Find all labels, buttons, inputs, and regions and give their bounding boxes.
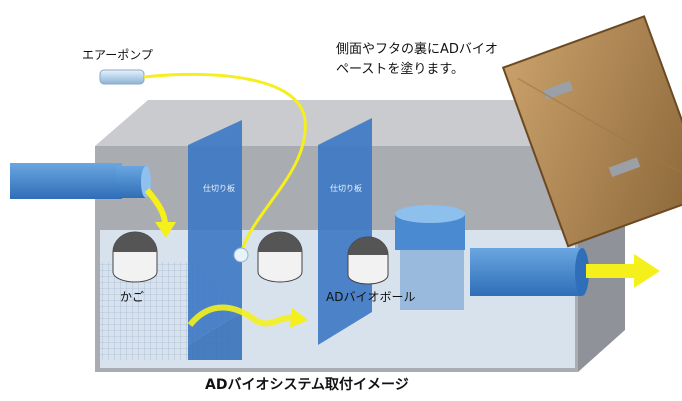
- flow-arrow-icon: [144, 188, 176, 238]
- flow-arrow-icon-2: [187, 304, 308, 328]
- diagram-caption: ADバイオシステム取付イメージ: [205, 377, 409, 393]
- bio-ball-icon-2: [347, 236, 389, 285]
- air-pump-label: エアーポンプ: [82, 48, 153, 62]
- basket-icon: [112, 231, 158, 283]
- bio-ball-icon: [257, 231, 303, 283]
- air-stone: [233, 247, 249, 263]
- partition-1-lower: [188, 312, 242, 360]
- inlet-pipe: [10, 163, 151, 199]
- air-pump-icon: [99, 69, 145, 85]
- partition-2: [318, 118, 372, 345]
- outlet-pipe: [470, 248, 589, 296]
- partition-1: [188, 120, 242, 345]
- outlet-tank: [395, 205, 465, 310]
- partition-2-label: 仕切り板: [330, 184, 362, 193]
- basket-label: かご: [120, 290, 145, 304]
- lid-photo: [501, 15, 682, 248]
- outlet-arrow-icon: [586, 254, 660, 288]
- bio-ball-label: ADバイオボール: [326, 290, 416, 304]
- note-line-2: ペーストを塗ります。: [336, 62, 465, 77]
- air-tube: [143, 72, 307, 251]
- note-line-1: 側面やフタの裏にADバイオ: [336, 42, 498, 57]
- partition-1-label: 仕切り板: [203, 184, 235, 193]
